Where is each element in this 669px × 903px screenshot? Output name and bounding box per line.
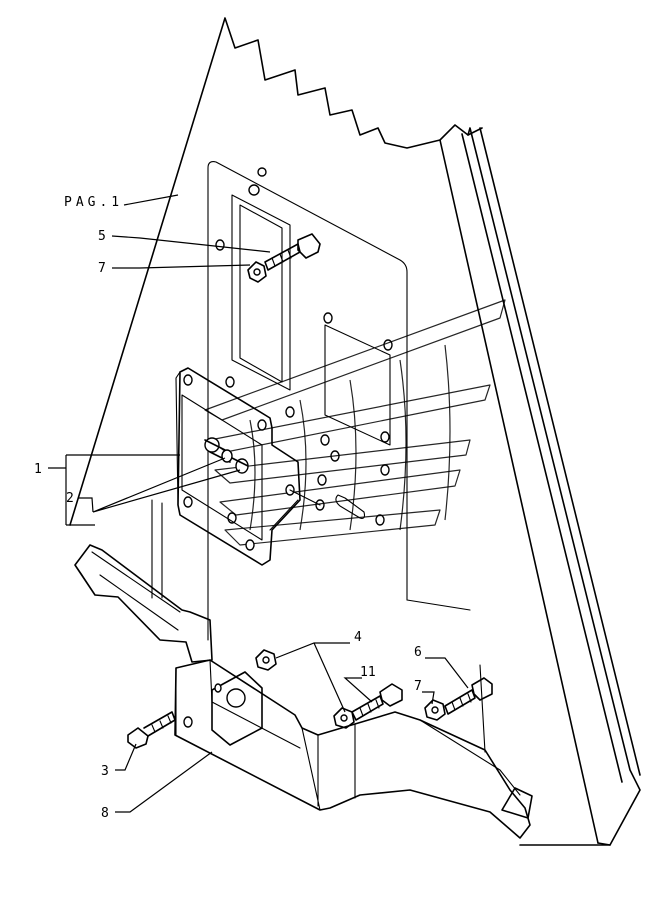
- callout-7-top: 7: [98, 261, 106, 276]
- nut-7-right: [424, 699, 446, 721]
- nut-4-top: [255, 649, 277, 671]
- callout-5: 5: [98, 229, 106, 244]
- leader-lines: [48, 194, 469, 813]
- callout-labels: PAG.1 5 7 1 2 4 11 6 7 3 8: [34, 195, 422, 821]
- watermark-logo: [204, 299, 506, 546]
- bolt-6: [444, 677, 493, 715]
- nut-7-top: [247, 261, 267, 283]
- mounting-plate: [175, 367, 321, 566]
- callout-2: 2: [66, 491, 74, 506]
- panel-cutouts: [231, 194, 391, 519]
- panel-holes: [215, 167, 393, 526]
- callout-4: 4: [354, 630, 362, 645]
- pedal-arm-left: [74, 544, 213, 663]
- bolt-11: [351, 683, 403, 721]
- callout-1: 1: [34, 462, 42, 477]
- bolt-5: [264, 233, 321, 271]
- main-panel: [69, 17, 641, 846]
- callout-6: 6: [414, 645, 422, 660]
- bracket-8: [174, 659, 533, 839]
- page-reference-label: PAG.1: [64, 195, 123, 210]
- callout-7-right: 7: [414, 679, 422, 694]
- callout-11: 11: [360, 665, 376, 680]
- nut-4-lower: [333, 707, 355, 729]
- callout-8: 8: [101, 806, 109, 821]
- bolt-3: [127, 711, 176, 749]
- callout-3: 3: [101, 764, 109, 779]
